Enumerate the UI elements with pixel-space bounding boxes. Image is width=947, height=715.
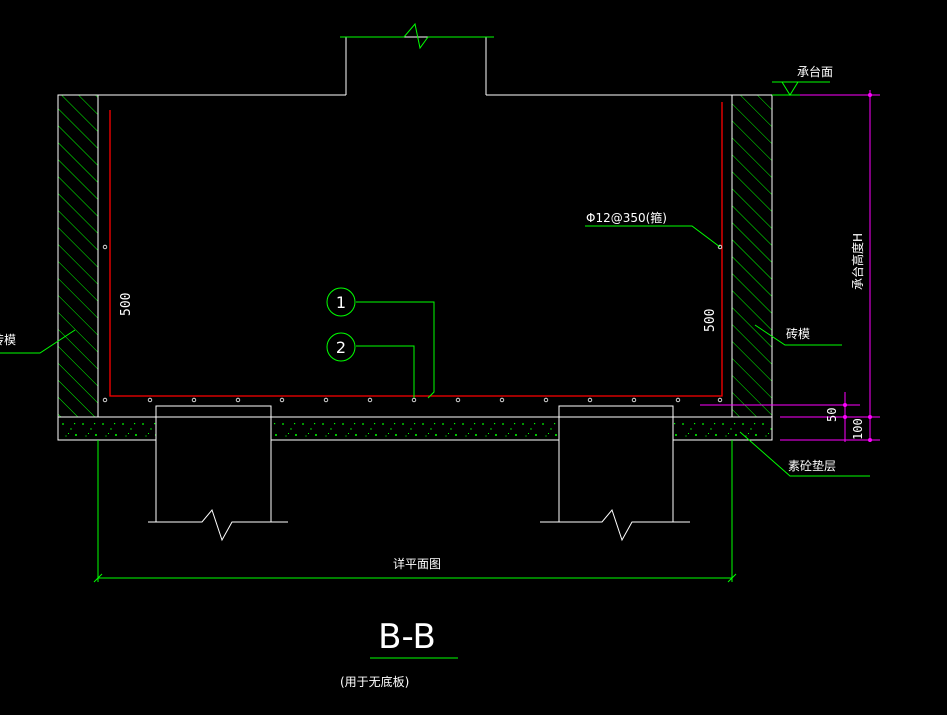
dim-50: 50 [825, 408, 839, 422]
brick-mold-left-wall [57, 94, 99, 418]
rebar-dots [102, 244, 723, 403]
section-title: B-B [378, 617, 436, 657]
brick-mold-right-wall [731, 94, 773, 418]
concrete-cushion-layer [57, 416, 773, 441]
rebar-stirrup [109, 102, 723, 397]
section-note: (用于无底板) [340, 674, 409, 689]
bottom-dimension [93, 440, 737, 583]
plan-ref-label: 详平面图 [393, 556, 441, 571]
svg-text:2: 2 [336, 338, 346, 357]
cushion-label: 素砼垫层 [788, 458, 836, 473]
brick-mold-left-label: 砖模 [0, 332, 16, 347]
brick-mold-right-label: 砖模 [786, 326, 810, 341]
right-wall-dim-500: 500 [703, 309, 718, 332]
cap-top-label: 承台面 [797, 64, 833, 79]
leader-lines [0, 81, 870, 477]
pile-right [540, 405, 690, 542]
pile-left [148, 405, 288, 542]
cap-height-label: 承台高度H [850, 233, 865, 290]
column-top-outline [340, 22, 494, 95]
left-wall-dim-500: 500 [119, 293, 134, 316]
rebar-spec-label: Φ12@350(箍) [586, 210, 667, 225]
svg-text:1: 1 [336, 293, 346, 312]
dim-100: 100 [851, 418, 865, 440]
callout-1: 1 [326, 287, 356, 317]
cap-height-dimension [700, 90, 880, 442]
callout-2: 2 [326, 332, 356, 362]
